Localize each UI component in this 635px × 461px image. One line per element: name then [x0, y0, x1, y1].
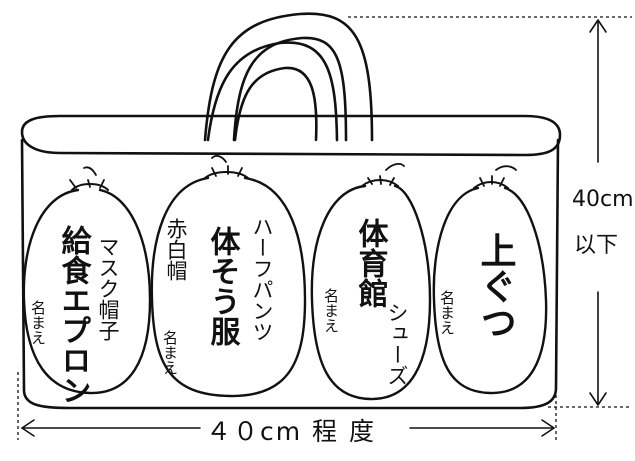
pouch-taiikukan [310, 163, 432, 401]
height-label-line2: 以下 [574, 233, 618, 258]
bag1-line2-text: マスク帽子 [96, 236, 120, 341]
bag3-line2-text: シューズ [385, 302, 409, 386]
width-arrow-right-icon [541, 419, 555, 437]
width-arrow-left-icon [21, 419, 35, 437]
bag-body [20, 138, 560, 410]
pouch-taisoufuku [150, 155, 307, 398]
bag-rim [20, 114, 562, 157]
height-label-line1: 40cm [572, 187, 634, 212]
bag4-line1-text: 上ぐつ [475, 232, 516, 340]
bag2-name-text: 名まえ [161, 330, 179, 375]
bag2-line1-text: 体そう服 [205, 226, 241, 347]
bag-handles [203, 12, 374, 142]
bag2-line3-text: 赤白帽 [164, 218, 188, 281]
bag4-name-text: 名まえ [438, 290, 456, 335]
width-label: ４０cm 程 度 [206, 417, 376, 446]
tote-bag [20, 114, 562, 410]
bag1-name-text: 名まえ [29, 300, 47, 345]
height-arrow-up-icon [589, 19, 607, 33]
bag1-line1-text: 給食エプロン [56, 224, 92, 405]
pouch-kyushoku [22, 166, 152, 395]
bag2-line2-text: ハーフパンツ [250, 216, 274, 342]
bag3-name-text: 名まえ [322, 288, 340, 333]
height-arrow-down-icon [589, 392, 607, 406]
width-dimension [21, 419, 555, 437]
bag3-line1-text: 体育館 [353, 218, 389, 308]
pouch-uwagutsu [432, 165, 548, 395]
height-dimension [589, 19, 607, 406]
